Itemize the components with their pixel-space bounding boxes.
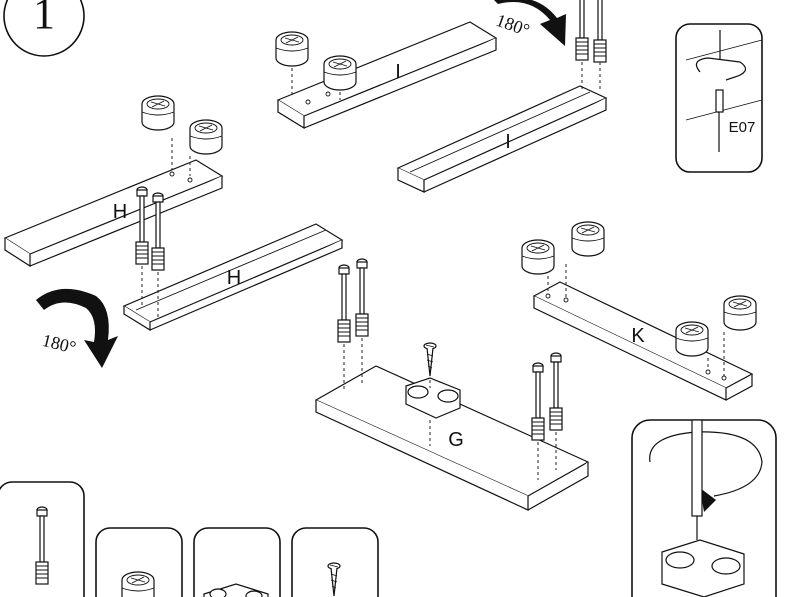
cam-bolt-icon [531, 362, 545, 441]
screw-icon [423, 342, 437, 377]
cam-lock-icon [121, 571, 155, 597]
rotation-label-left: 180° [40, 330, 78, 358]
cam-lock-icon [571, 221, 605, 257]
connector-block-icon [405, 377, 461, 419]
cam-lock-icon [323, 55, 357, 91]
panel-i-bottom-label: I [505, 131, 511, 153]
panel-k-label: K [631, 325, 645, 347]
screwdriver-icon [691, 419, 703, 540]
cam-lock-icon [723, 295, 757, 331]
panel-h-left: H [3, 95, 224, 268]
panel-i-bottom: I [396, 85, 608, 193]
cam-lock-icon [521, 239, 555, 275]
detail-tool-code: E07 [729, 119, 756, 136]
screwdriver-icon [715, 89, 724, 152]
part-box-connector [193, 527, 281, 597]
detail-box-connector [631, 419, 777, 597]
cam-bolt-icon [593, 0, 607, 63]
connector-block-icon [203, 583, 269, 597]
detail-box-e07: E07 [675, 23, 763, 173]
panel-i-top: I [275, 21, 498, 130]
connector-block-icon [661, 539, 745, 597]
cam-bolt-icon [549, 352, 563, 431]
step-number-badge: 1 [3, 0, 85, 57]
panel-h-left-label: H [113, 201, 127, 223]
panel-k: K [521, 221, 757, 401]
cam-lock-icon [275, 31, 309, 67]
part-box-bolt [0, 481, 85, 597]
part-box-screw [291, 527, 379, 597]
panel-g: G [314, 258, 590, 511]
panel-i-top-label: I [395, 61, 401, 83]
panel-h-right-label: H [227, 267, 241, 289]
step-number: 1 [33, 0, 55, 38]
cam-lock-icon [141, 95, 175, 131]
panel-h-right: H [122, 186, 344, 332]
panel-g-label: G [448, 429, 464, 451]
rotate-180-arrow-icon: 180° [36, 288, 118, 368]
cam-bolt-icon [575, 0, 589, 61]
rotation-label-top: 180° [493, 10, 532, 40]
cam-lock-icon [675, 321, 709, 357]
rotate-180-arrow-icon: 180° [493, 0, 566, 46]
cam-lock-icon [189, 119, 223, 155]
cam-bolt-icon [337, 264, 351, 343]
part-box-cam [95, 527, 183, 597]
cam-bolt-icon [355, 258, 369, 337]
